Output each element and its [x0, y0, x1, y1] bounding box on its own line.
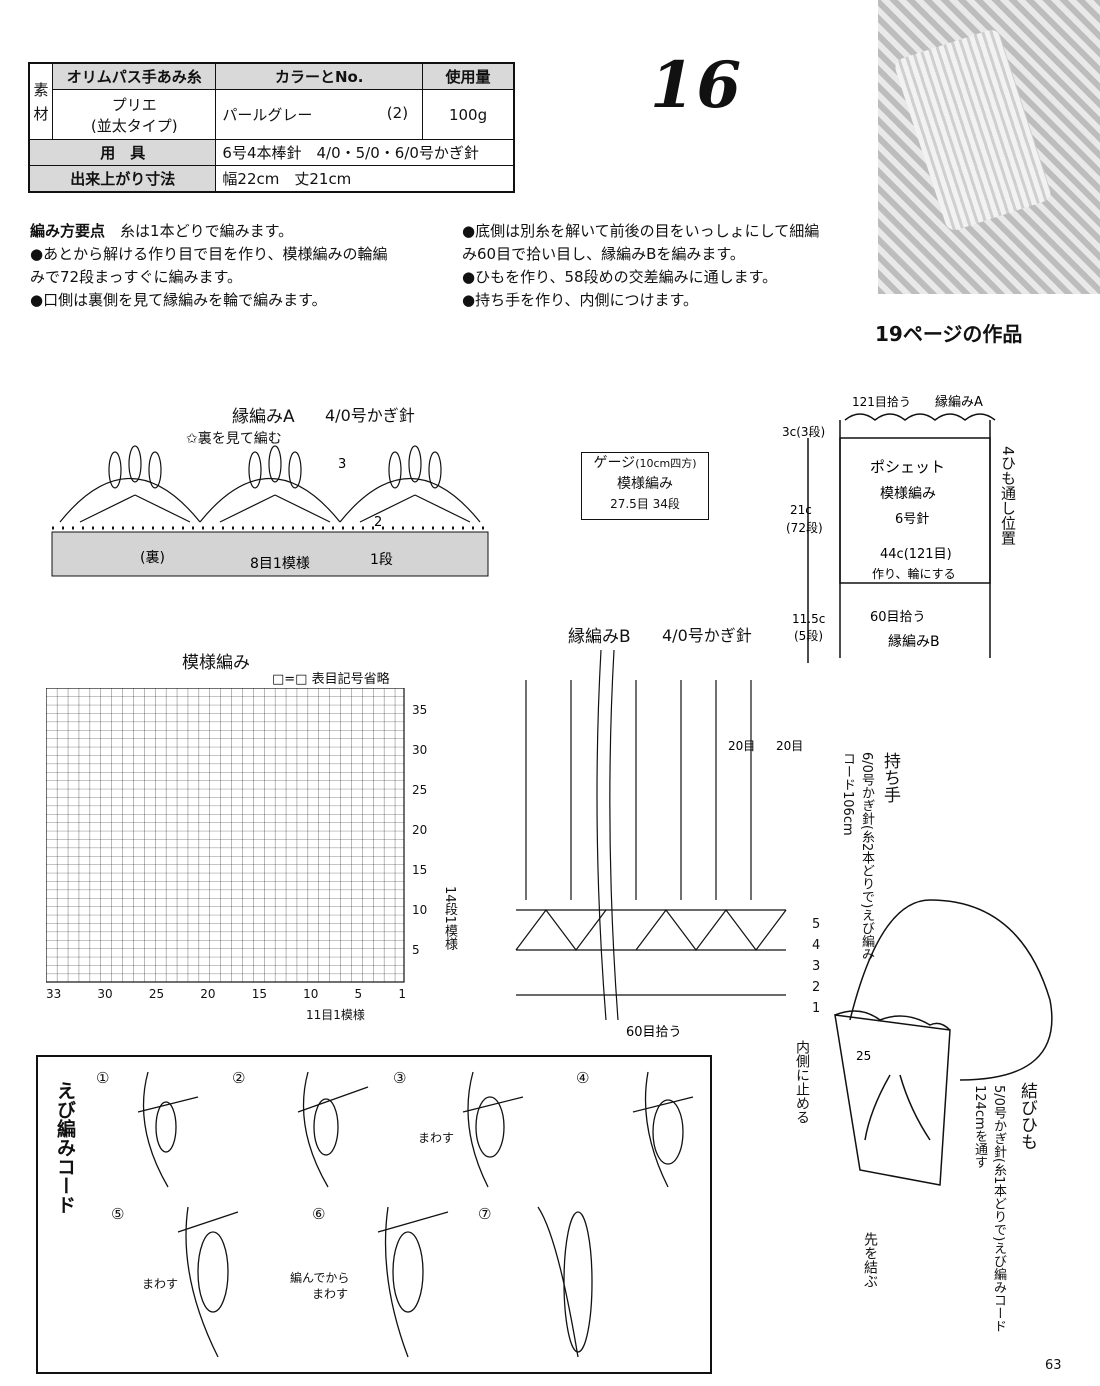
materials-table: 素材 オリムパス手あみ糸 カラーとNo. 使用量 プリエ (並太タイプ) パール…	[28, 62, 515, 193]
edge-a-title: 縁編みA	[232, 402, 295, 427]
col-label: 15	[252, 987, 267, 1001]
edge-a-row2: 2	[374, 515, 382, 530]
col-label: 1	[398, 987, 406, 1001]
note-line: ●ひもを作り、58段めの交差編みに通します。	[462, 266, 872, 289]
pattern-legend: □=□ 表目記号省略	[272, 668, 390, 687]
col-label: 10	[303, 987, 318, 1001]
notes-right: ●底側は別糸を解いて前後の目をいっしょにして細編 み60目で拾い目し、縁編みBを…	[462, 220, 872, 312]
gauge-sub: (10cm四方)	[635, 457, 696, 470]
bottom-dim: 11.5c	[792, 612, 825, 626]
edge-b-hook: 4/0号かぎ針	[662, 622, 752, 646]
edge-b-title: 縁編みB	[568, 622, 631, 647]
pattern-col-labels: 33 30 25 20 15 10 5 1	[46, 987, 406, 1001]
note-line: ●口側は裏側を見て縁編みを輪で編みます。	[30, 289, 460, 312]
edge-b-len: 20目	[728, 739, 755, 753]
amount-cell: 100g	[423, 90, 514, 140]
tie-knot: 先を結ぶ	[860, 1232, 880, 1288]
tools-label: 用 具	[29, 140, 216, 166]
handle-title: 持ち手	[878, 752, 903, 803]
edge-a-back: (裏)	[140, 549, 165, 566]
amount-header: 使用量	[423, 63, 514, 90]
edge-a-repeat: 8目1模様	[250, 556, 310, 572]
note-line: ●あとから解ける作り目で目を作り、模様編みの輪編	[30, 243, 460, 266]
edge-a-hook: 4/0号かぎ針	[325, 402, 415, 426]
tools-value: 6号4本棒針 4/0・5/0・6/0号かぎ針	[216, 140, 514, 166]
notes-left: 編み方要点 糸は1本どりで編みます。 ●あとから解ける作り目で目を作り、模様編み…	[30, 220, 460, 312]
edge-a-row3: 3	[338, 457, 346, 472]
handle-row: 25	[856, 1049, 871, 1063]
notes-heading: 編み方要点	[30, 222, 105, 240]
yarn-cell: プリエ (並太タイプ)	[53, 90, 216, 140]
col-label: 33	[46, 987, 61, 1001]
color-cell: パールグレー (2)	[216, 90, 423, 140]
size-value: 幅22cm 丈21cm	[216, 166, 514, 193]
pochette-schematic: 121目拾う 縁編みA 3c(3段) ポシェット 模様編み 6号針 21c (7…	[780, 388, 1100, 678]
page-reference: 19ページの作品	[875, 318, 1022, 347]
note-line: み60目で拾い目し、縁編みBを編みます。	[462, 243, 872, 266]
schematic-pattern: 模様編み	[880, 486, 936, 502]
note-line: みで72段まっすぐに編みます。	[30, 266, 460, 289]
schematic-edge-a: 縁編みA	[935, 394, 983, 410]
pattern-grid	[46, 688, 406, 984]
schematic-needle: 6号針	[895, 512, 929, 527]
yarn-name: プリエ	[59, 94, 209, 115]
edge-b-pick: 60目拾う	[626, 1025, 682, 1040]
repeat-cols: 11目1模様	[306, 1006, 365, 1023]
gauge-values: 27.5目 34段	[582, 494, 708, 514]
row-label: 10	[412, 890, 427, 930]
sozai-label: 素材	[29, 63, 53, 140]
color-name: パールグレー	[222, 106, 312, 124]
col-label: 25	[149, 987, 164, 1001]
pochette-label: ポシェット	[870, 458, 945, 476]
bottom-rows: (5段)	[794, 628, 823, 643]
edge-b-chart: 20目 20目 60目拾う	[496, 650, 806, 1040]
cord-position: 4ひも通し位置	[998, 446, 1019, 546]
tie-desc: 5/0号かぎ針(糸1本どりで)えび編みコード124cmを通す	[970, 1085, 1008, 1335]
pick-top: 121目拾う	[852, 394, 911, 409]
cast-on2: 作り、輪にする	[872, 566, 956, 581]
row-label: 30	[412, 730, 427, 770]
page-number: 63	[1045, 1358, 1062, 1373]
yarn-type: (並太タイプ)	[59, 115, 209, 136]
note-line: ●持ち手を作り、内側につけます。	[462, 289, 872, 312]
top-dim: 3c(3段)	[782, 424, 825, 439]
edge-b-len2: 20目	[776, 739, 803, 753]
tie-title: 結びひも	[1015, 1082, 1040, 1150]
pattern-row-labels: 35 30 25 20 15 10 5	[412, 690, 427, 970]
row-label: 35	[412, 690, 427, 730]
col-label: 20	[200, 987, 215, 1001]
repeat-rows: 14段1模様	[440, 886, 459, 950]
row-label: 15	[412, 850, 427, 890]
color-header: カラーとNo.	[216, 63, 423, 90]
color-no: (2)	[387, 104, 416, 122]
project-number: 16	[650, 48, 743, 123]
product-photo	[878, 0, 1100, 294]
schematic-edge-b: 縁編みB	[888, 634, 940, 650]
note-line: 糸は1本どりで編みます。	[120, 222, 293, 240]
size-label: 出来上がり寸法	[29, 166, 216, 193]
gauge-title: ゲージ	[593, 455, 635, 471]
edge-a-row1: 1段	[370, 552, 393, 568]
row-label: 5	[412, 930, 427, 970]
ebi-title: えび編みコード	[52, 1081, 79, 1214]
row-label: 25	[412, 770, 427, 810]
edge-a-chart: (裏) 8目1模様 1段 2 3	[40, 440, 500, 580]
gauge-pattern: 模様編み	[582, 474, 708, 494]
yarn-header: オリムパス手あみ糸	[53, 63, 216, 90]
cast-on: 44c(121目)	[880, 547, 952, 562]
row-label: 20	[412, 810, 427, 850]
handle-inside: 内側に止める	[792, 1040, 812, 1124]
col-label: 30	[97, 987, 112, 1001]
ebi-diagrams	[78, 1067, 698, 1367]
ebi-cord-box: えび編みコード ① ② ③ ④ ⑤ ⑥ ⑦ まわす まわす 編んでから まわす	[36, 1055, 712, 1374]
bag-image	[893, 27, 1053, 232]
note-line: ●底側は別糸を解いて前後の目をいっしょにして細編	[462, 220, 872, 243]
height-dim: 21c	[790, 503, 812, 517]
pattern-title: 模様編み	[182, 648, 250, 673]
gauge-box: ゲージ(10cm四方) 模様編み 27.5目 34段	[581, 452, 709, 520]
pick-bottom: 60目拾う	[870, 610, 926, 625]
height-rows: (72段)	[786, 520, 823, 535]
bag-sketch: 25	[790, 880, 1090, 1300]
col-label: 5	[355, 987, 363, 1001]
